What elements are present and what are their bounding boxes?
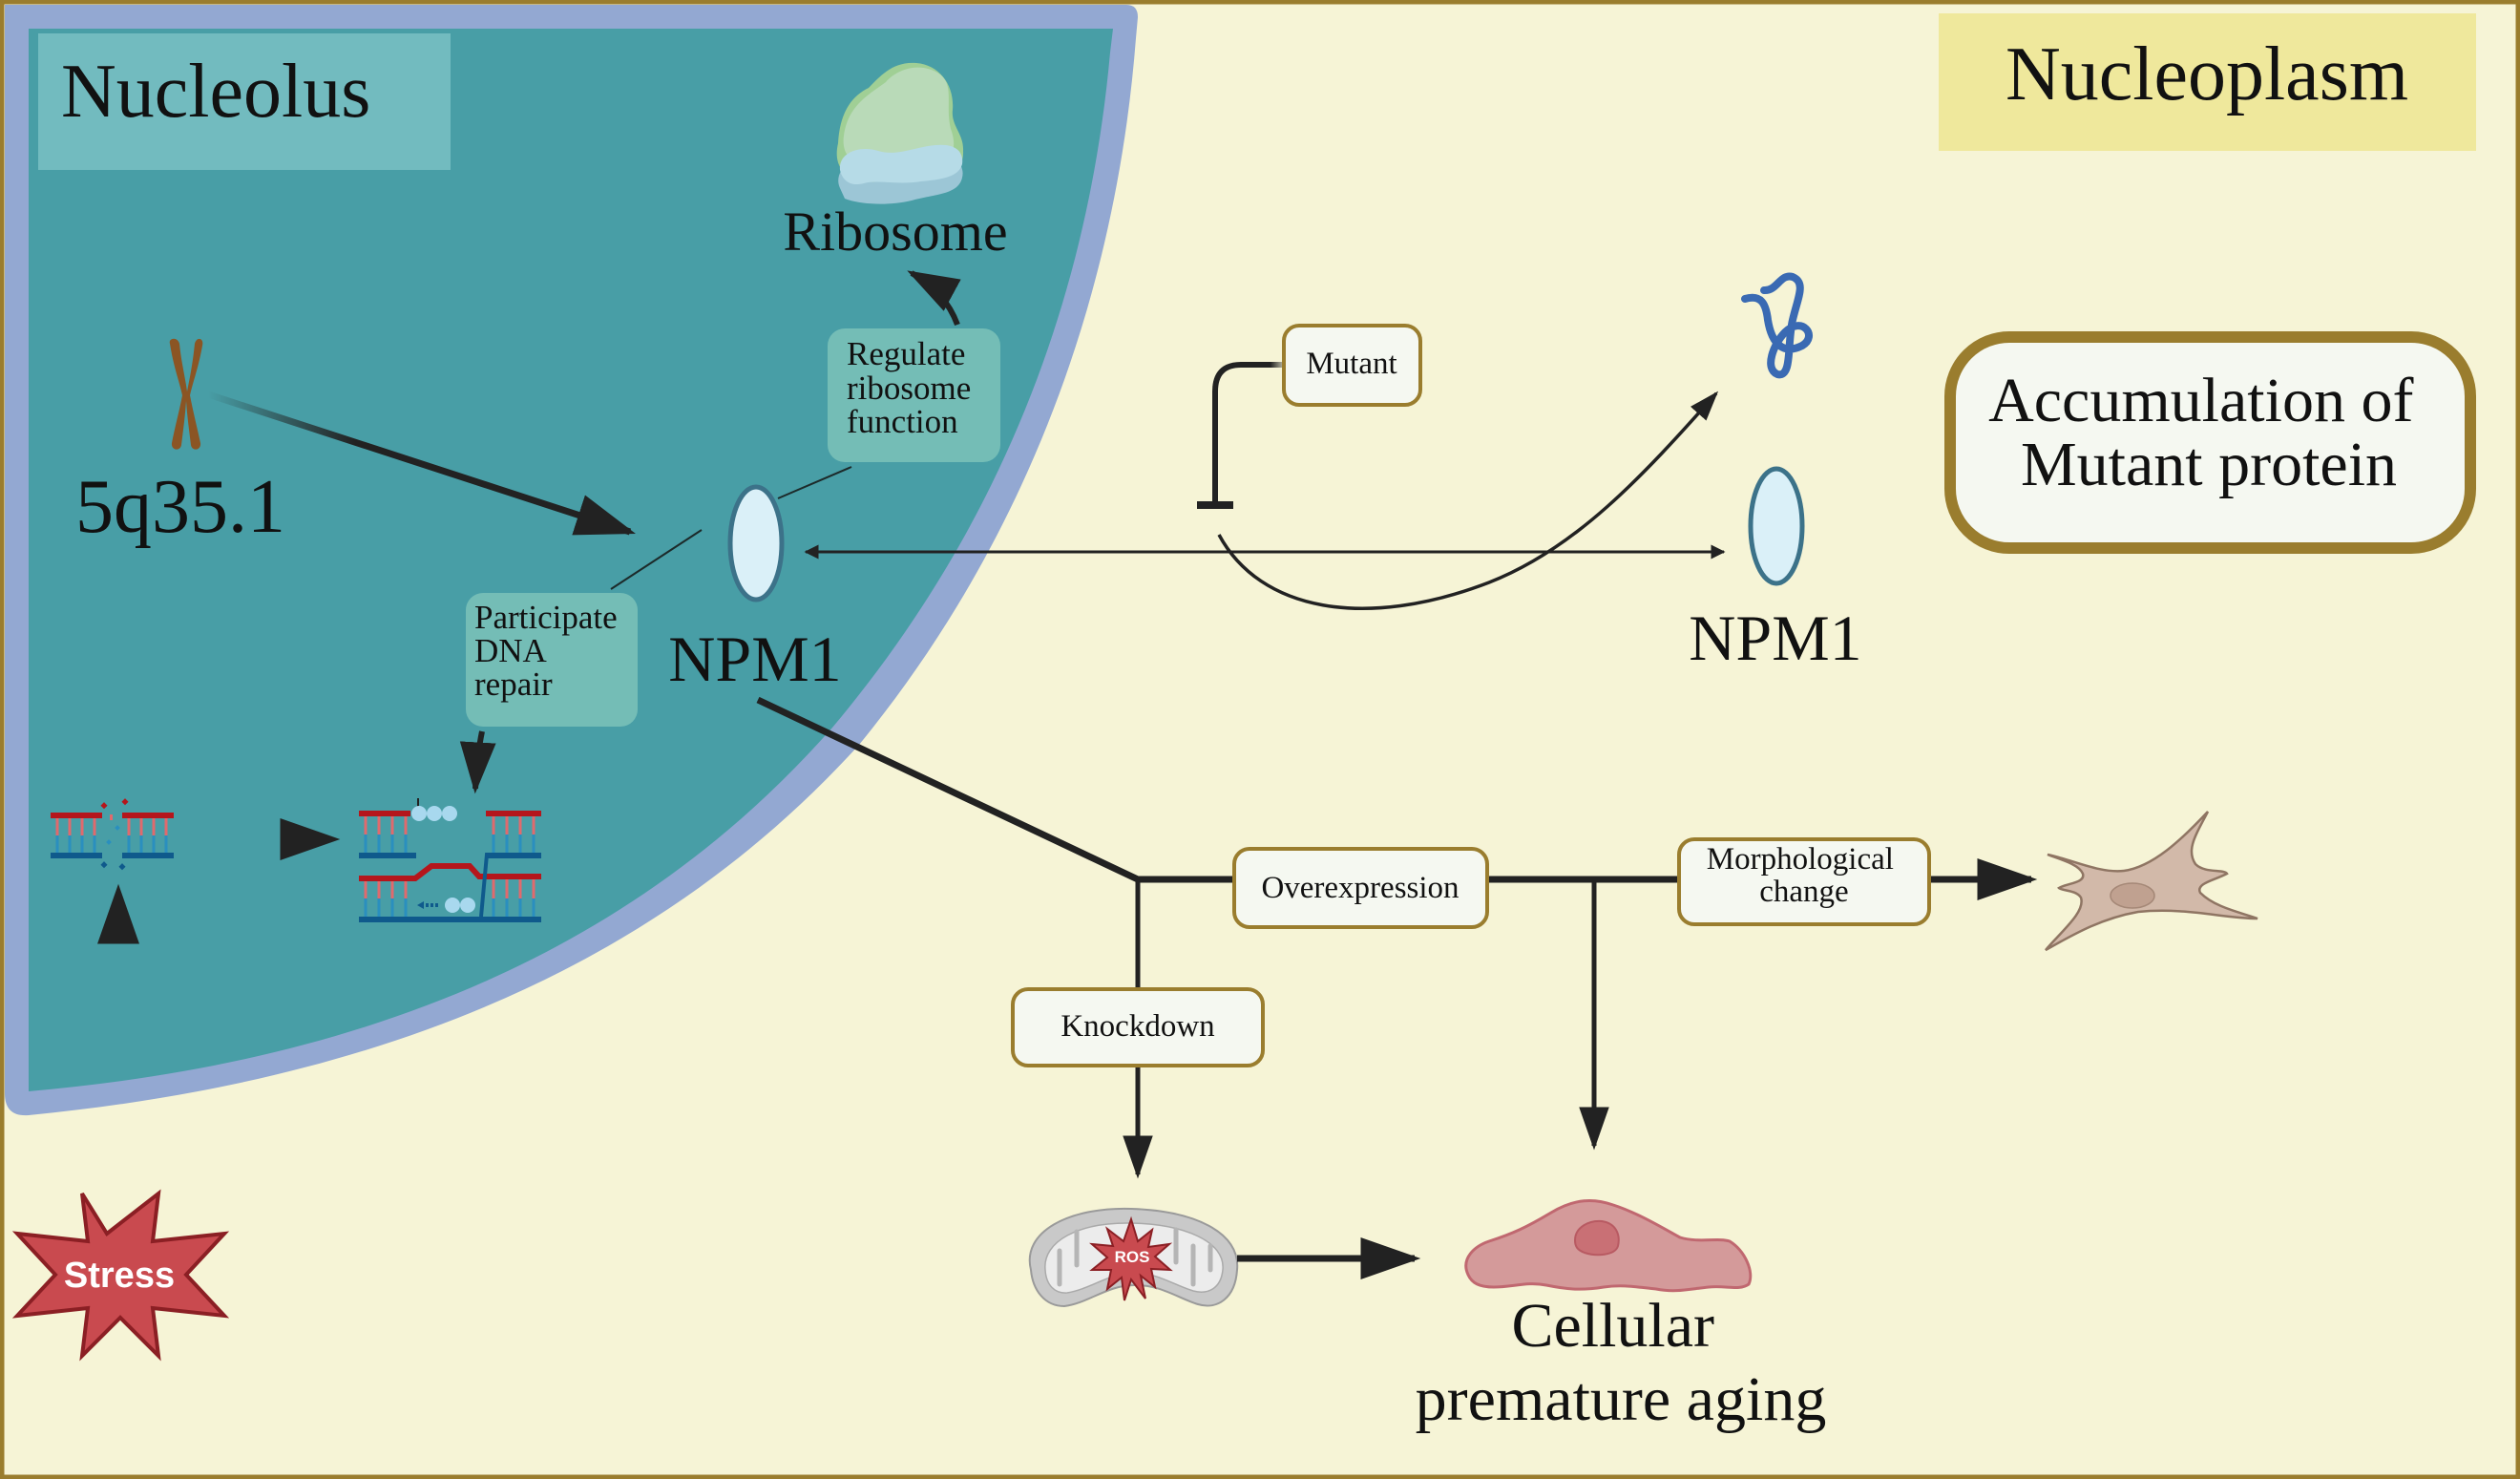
npm1-nucleolar-icon bbox=[727, 484, 785, 602]
mutant-box: Mutant bbox=[1282, 324, 1422, 407]
npm1-nucleoplasm-label: NPM1 bbox=[1689, 602, 1861, 674]
regulate-ribosome-text: Regulate ribosome function bbox=[847, 335, 979, 440]
participate-dna-repair-text: Participate DNA repair bbox=[474, 599, 625, 703]
nucleolus-label-text: Nucleolus bbox=[61, 50, 370, 134]
mutant-label: Mutant bbox=[1306, 347, 1396, 381]
nucleoplasm-label-text: Nucleoplasm bbox=[2006, 32, 2408, 116]
stress-burst-icon: Stress bbox=[11, 1189, 230, 1362]
npm1-nucleolar-label: NPM1 bbox=[668, 623, 841, 695]
ribosome-label: Ribosome bbox=[783, 201, 1007, 263]
regulate-ribosome-box: Regulate ribosome function bbox=[828, 328, 1000, 462]
chromosome-icon bbox=[169, 338, 203, 450]
connector-regulate bbox=[777, 466, 852, 499]
connector-participate bbox=[610, 529, 703, 590]
stress-label: Stress bbox=[64, 1256, 175, 1296]
npm1-nucleoplasm-icon bbox=[1748, 466, 1805, 586]
nucleolus-label: Nucleolus bbox=[38, 33, 451, 170]
arrow-to-dna-repair bbox=[459, 730, 496, 794]
chromosome-label: 5q35.1 bbox=[75, 465, 285, 549]
morphological-cell-icon bbox=[2045, 811, 2258, 952]
overexpression-label: Overexpression bbox=[1261, 871, 1459, 905]
dna-repair-icon bbox=[359, 798, 541, 922]
knockdown-label: Knockdown bbox=[1060, 1009, 1214, 1044]
aged-cell-icon bbox=[1464, 1199, 1753, 1293]
morphological-change-box: Morphological change bbox=[1677, 837, 1931, 926]
ribosome-icon bbox=[836, 62, 964, 204]
overexpression-box: Overexpression bbox=[1232, 847, 1489, 929]
ros-label: ROS bbox=[1115, 1248, 1150, 1266]
mutant-inhibit-line bbox=[1212, 362, 1289, 503]
cellular-aging-label: Cellular premature aging bbox=[1416, 1291, 1827, 1434]
arrow-chromosome-to-npm1 bbox=[206, 391, 636, 536]
nucleoplasm-label: Nucleoplasm bbox=[1939, 13, 2476, 151]
accumulation-mutant-protein-box: Accumulation of Mutant protein bbox=[1944, 331, 2476, 554]
broken-dna-icon bbox=[51, 798, 174, 871]
accumulation-text: Accumulation of Mutant protein bbox=[1988, 366, 2429, 499]
morphological-change-text: Morphological change bbox=[1707, 842, 1901, 909]
mitochondria-icon: ROS bbox=[1028, 1207, 1239, 1308]
arrow-to-ribosome bbox=[907, 270, 961, 327]
knockdown-box: Knockdown bbox=[1011, 987, 1265, 1067]
arrow-to-mutant-protein bbox=[1217, 391, 1719, 611]
mutant-protein-icon bbox=[1741, 272, 1813, 379]
participate-dna-repair-box: Participate DNA repair bbox=[466, 593, 638, 727]
